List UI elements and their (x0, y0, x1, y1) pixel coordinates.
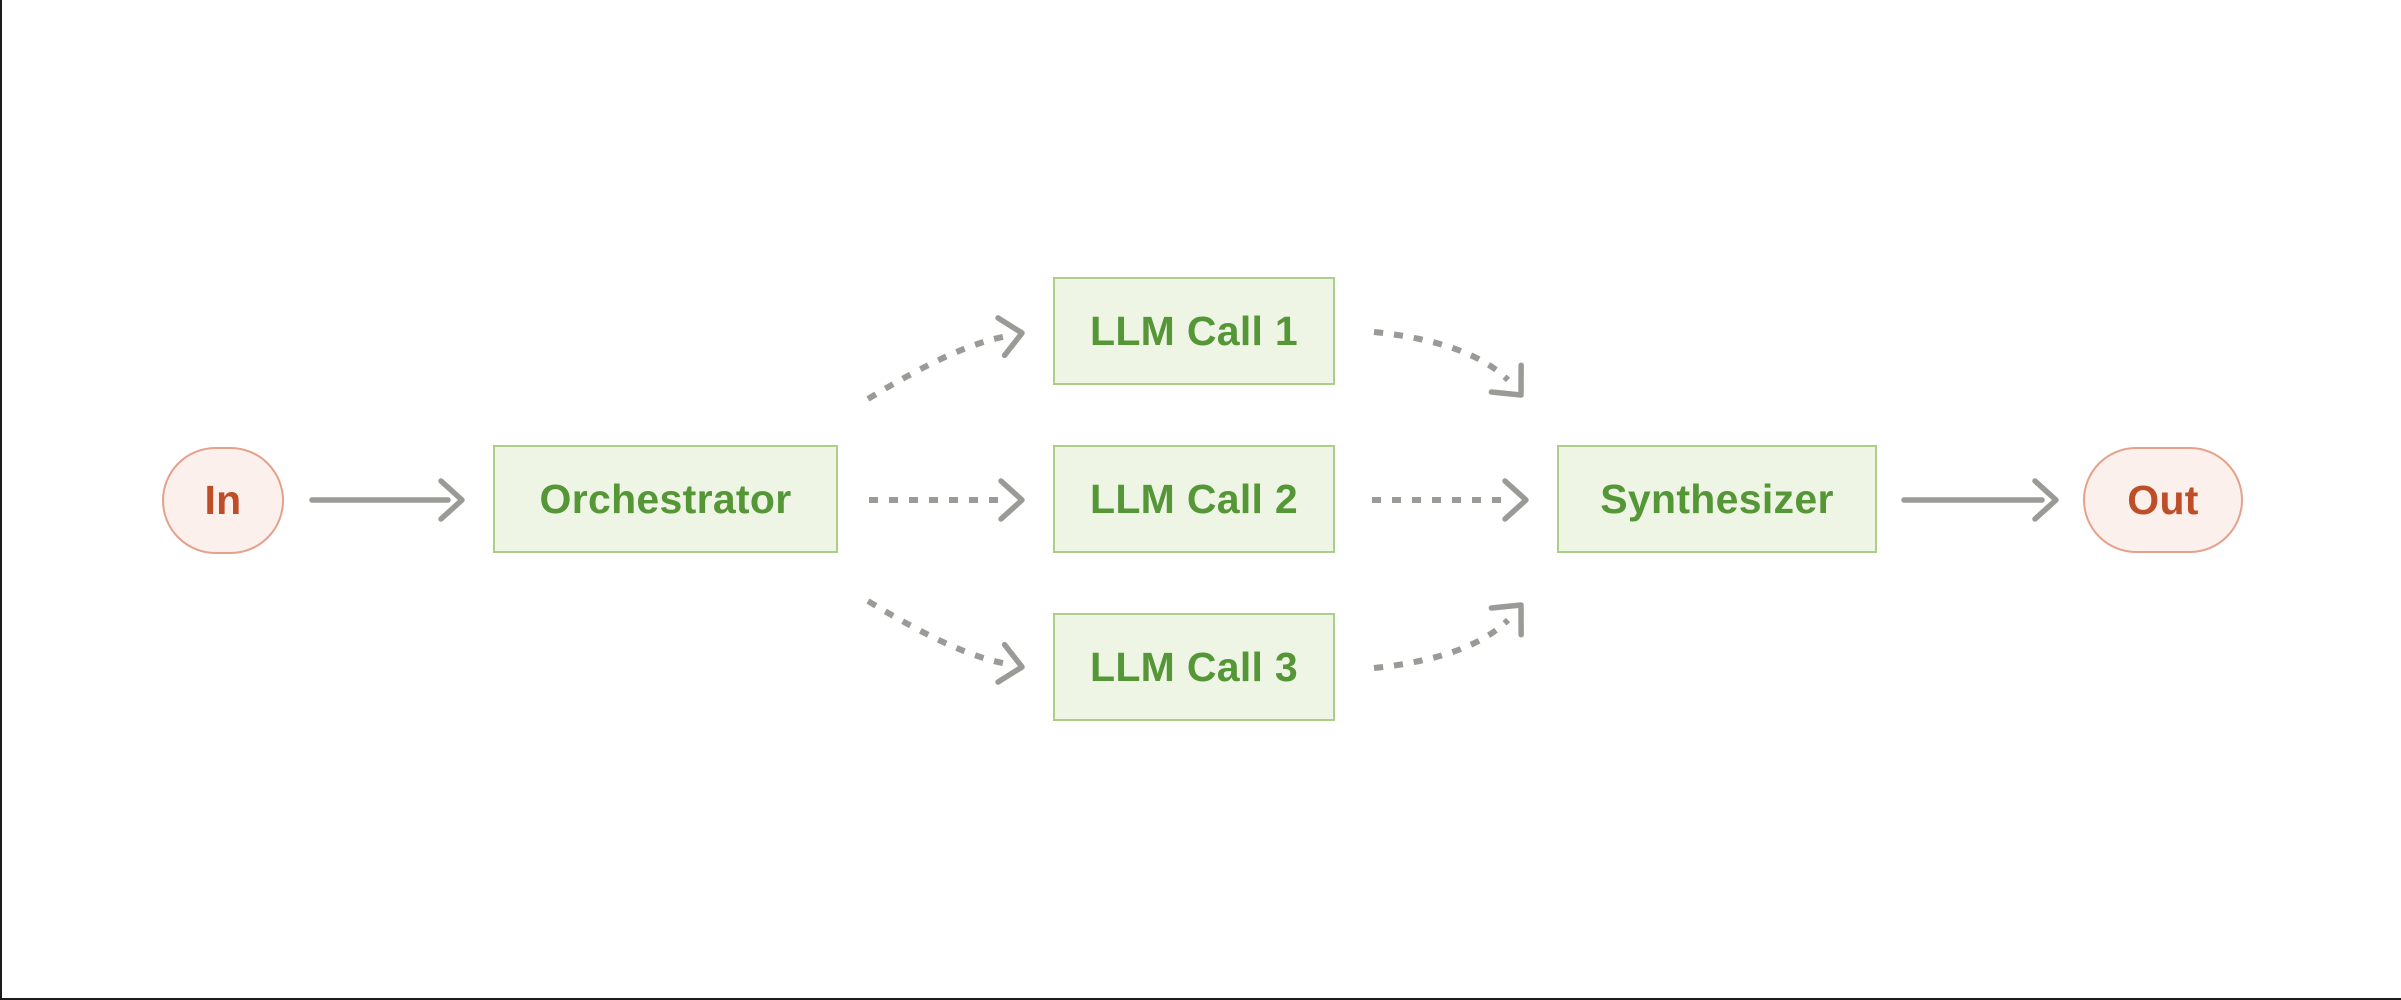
in-node: In (162, 447, 284, 554)
orchestrator-node-label: Orchestrator (539, 475, 792, 522)
out-node: Out (2083, 447, 2243, 553)
arrow-llm-call-2-to-synthesizer (1372, 478, 1529, 522)
llm-call-1-node: LLM Call 1 (1053, 277, 1335, 385)
orchestrator-node: Orchestrator (493, 445, 838, 553)
arrow-orchestrator-to-llm-call-2 (869, 478, 1025, 522)
arrow-llm-call-1-to-synthesizer (1373, 329, 1524, 398)
arrow-in-to-orchestrator (309, 478, 465, 522)
screen-edge-left (0, 0, 2, 1000)
llm-call-1-node-label: LLM Call 1 (1089, 307, 1299, 354)
llm-call-3-node: LLM Call 3 (1053, 613, 1335, 721)
arrow-synthesizer-to-out (1901, 478, 2059, 522)
synthesizer-node-label: Synthesizer (1600, 475, 1834, 522)
arrow-orchestrator-to-llm-call-1 (866, 315, 1025, 402)
arrow-llm-call-3-to-synthesizer (1373, 602, 1524, 671)
synthesizer-node: Synthesizer (1557, 445, 1877, 553)
llm-call-3-node-label: LLM Call 3 (1089, 643, 1299, 690)
in-node-label: In (204, 477, 242, 523)
screen-edge-bottom (0, 998, 2401, 1000)
llm-call-2-node-label: LLM Call 2 (1089, 475, 1299, 522)
out-node-label: Out (2127, 476, 2199, 523)
arrow-orchestrator-to-llm-call-3 (866, 598, 1025, 685)
llm-call-2-node: LLM Call 2 (1053, 445, 1335, 553)
